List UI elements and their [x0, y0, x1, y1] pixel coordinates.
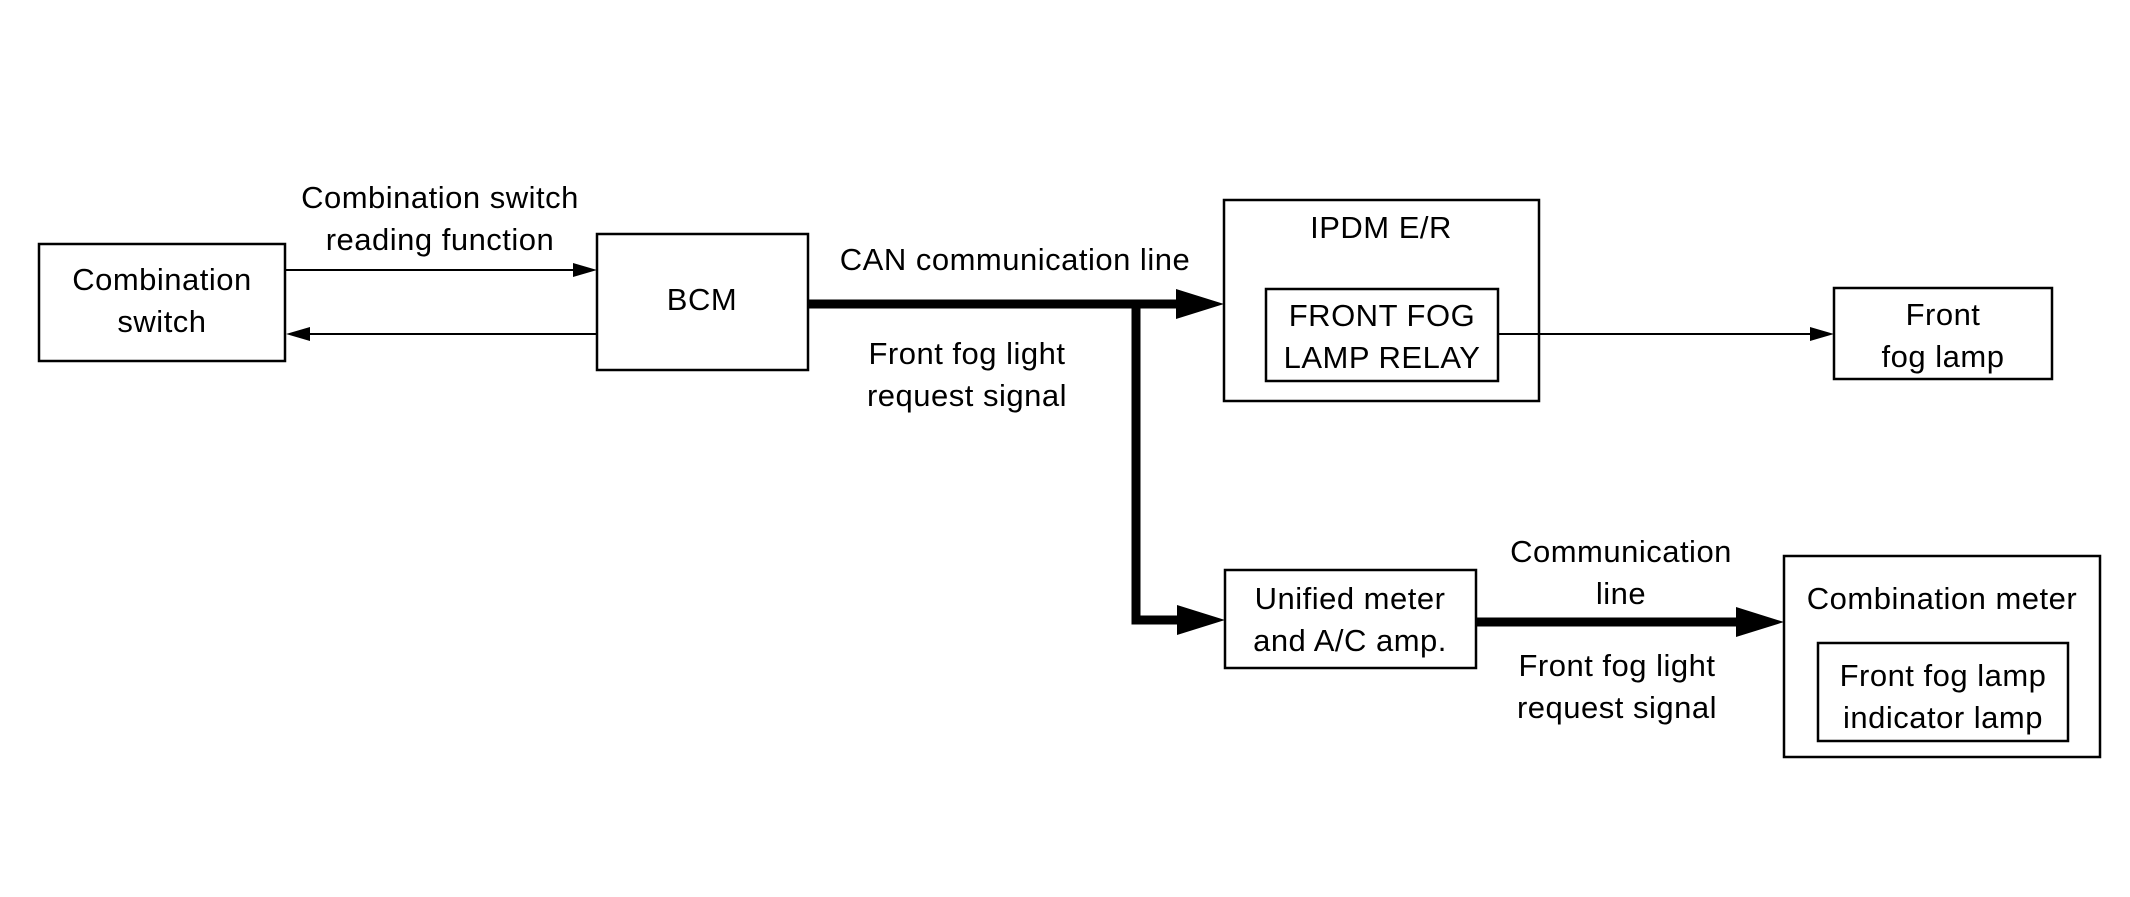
front-fog-lamp-label-2: fog lamp [1882, 339, 2005, 374]
fog-request-1-label-2: request signal [867, 378, 1067, 413]
comm-line-label-2: line [1596, 576, 1646, 611]
can-line-label: CAN communication line [840, 242, 1190, 277]
ipdm-er-label: IPDM E/R [1310, 210, 1452, 245]
switch-reading-label-1: Combination switch [301, 180, 579, 215]
relay-to-fog-lamp-arrow [1498, 327, 1834, 341]
comm-line-arrow [1476, 607, 1784, 637]
front-fog-lamp-indicator-node: Front fog lamp indicator lamp [1816, 641, 2070, 743]
can-branch-arrow [1131, 300, 1225, 635]
bcm-label: BCM [667, 282, 737, 317]
front-fog-lamp-indicator-label-1: Front fog lamp [1840, 658, 2047, 693]
fog-request-2-label-2: request signal [1517, 690, 1717, 725]
switch-reading-label-2: reading function [326, 222, 555, 257]
bcm-to-switch-arrow [286, 327, 597, 341]
unified-meter-label-1: Unified meter [1255, 581, 1446, 616]
front-fog-lamp-relay-label-1: FRONT FOG [1289, 298, 1475, 333]
front-fog-lamp-label-1: Front [1906, 297, 1981, 332]
front-fog-lamp-relay-node: FRONT FOG LAMP RELAY [1264, 287, 1500, 383]
fog-request-2-label-1: Front fog light [1518, 648, 1715, 683]
unified-meter-node: Unified meter and A/C amp. [1223, 568, 1478, 670]
combination-switch-label-1: Combination [72, 262, 252, 297]
combination-meter-label: Combination meter [1807, 581, 2077, 616]
fog-request-1-label-1: Front fog light [868, 336, 1065, 371]
front-fog-lamp-indicator-label-2: indicator lamp [1843, 700, 2043, 735]
can-line-arrow [808, 289, 1224, 319]
front-fog-lamp-node: Front fog lamp [1832, 286, 2054, 381]
unified-meter-label-2: and A/C amp. [1253, 623, 1447, 658]
switch-to-bcm-arrow [286, 263, 597, 277]
combination-switch-node: Combination switch [37, 242, 287, 363]
combination-switch-label-2: switch [117, 304, 206, 339]
front-fog-lamp-relay-label-2: LAMP RELAY [1284, 340, 1481, 375]
bcm-node: BCM [595, 232, 810, 372]
comm-line-label-1: Communication [1510, 534, 1732, 569]
